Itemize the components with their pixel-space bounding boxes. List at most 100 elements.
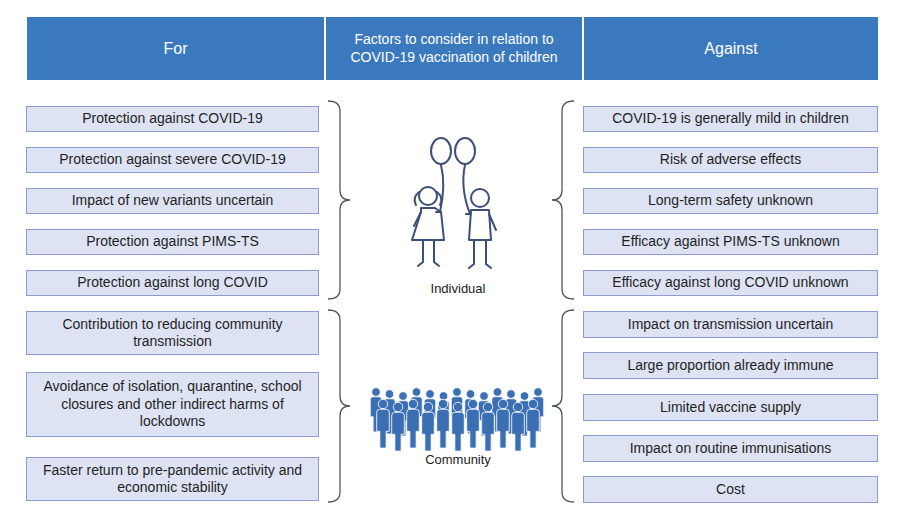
person-head <box>528 399 537 408</box>
person-figure <box>407 399 420 448</box>
person-head <box>468 399 477 408</box>
factor-text: Contribution to reducing community trans… <box>27 314 318 353</box>
factor-box: Contribution to reducing community trans… <box>26 311 319 355</box>
factor-box: Impact on transmission uncertain <box>583 311 878 338</box>
factor-text: Impact on transmission uncertain <box>620 314 841 336</box>
child-head <box>471 189 489 207</box>
factor-text: Large proportion already immune <box>619 355 841 377</box>
factor-text: Efficacy against PIMS-TS unknown <box>613 231 847 253</box>
bracket <box>328 310 350 502</box>
bracket-group <box>328 101 574 502</box>
person-body <box>407 409 420 448</box>
child-hair <box>415 192 442 205</box>
crowd-icon <box>370 388 543 451</box>
header-box: Factors to consider in relation to COVID… <box>325 16 583 81</box>
child-leg <box>469 240 491 268</box>
person-figure <box>527 399 540 448</box>
person-head <box>483 402 492 411</box>
factor-box: Impact of new variants uncertain <box>26 188 319 214</box>
factor-text: Avoidance of isolation, quarantine, scho… <box>27 376 318 433</box>
person-figure <box>392 402 405 451</box>
person-head <box>399 392 408 401</box>
factor-box: Protection against PIMS-TS <box>26 229 319 255</box>
balloon <box>455 138 475 164</box>
factor-box: Protection against long COVID <box>26 270 319 296</box>
child-dress <box>412 208 444 240</box>
person-head <box>534 388 543 397</box>
group-label: Individual <box>388 281 528 296</box>
bracket <box>328 101 350 299</box>
factor-text: Efficacy against long COVID unknown <box>604 272 856 294</box>
factor-box: Long-term safety unknown <box>583 188 878 214</box>
person-figure <box>482 402 495 451</box>
person-body <box>392 412 405 451</box>
factor-text: Faster return to pre-pandemic activity a… <box>27 460 318 499</box>
person-body <box>452 412 465 451</box>
factor-box: Risk of adverse effects <box>583 147 878 173</box>
person-head <box>513 402 522 411</box>
person-head <box>372 388 381 397</box>
factor-box: Large proportion already immune <box>583 352 878 379</box>
person-head <box>498 399 507 408</box>
factor-text: Risk of adverse effects <box>652 149 809 171</box>
person-head <box>453 402 462 411</box>
balloon-string <box>463 165 470 214</box>
factor-text: Limited vaccine supply <box>652 397 809 419</box>
balloon <box>431 138 451 164</box>
bracket <box>552 101 574 299</box>
children-icon <box>412 138 496 268</box>
factor-text: Impact on routine immunisations <box>622 438 840 460</box>
factor-box: Cost <box>583 476 878 503</box>
person-body <box>377 409 390 448</box>
factor-box: Avoidance of isolation, quarantine, scho… <box>26 372 319 437</box>
bracket <box>552 310 574 502</box>
person-head <box>466 390 475 399</box>
person-head <box>393 402 402 411</box>
factor-text: COVID-19 is generally mild in children <box>604 108 857 130</box>
person-head <box>438 399 447 408</box>
group-label: Community <box>388 452 528 467</box>
factor-text: Cost <box>708 479 753 501</box>
person-body <box>437 409 450 448</box>
person-head <box>378 399 387 408</box>
header-text: Against <box>696 37 765 61</box>
person-figure <box>452 402 465 451</box>
header-box: Against <box>583 16 879 81</box>
factor-text: Long-term safety unknown <box>640 190 821 212</box>
child-body <box>469 210 491 240</box>
factor-box: Limited vaccine supply <box>583 394 878 421</box>
factor-text: Protection against COVID-19 <box>74 108 271 130</box>
person-head <box>480 392 489 401</box>
person-body <box>527 409 540 448</box>
person-head <box>453 388 462 397</box>
factor-box: Faster return to pre-pandemic activity a… <box>26 457 319 501</box>
factor-box: Protection against severe COVID-19 <box>26 147 319 173</box>
factor-box: Protection against COVID-19 <box>26 106 319 132</box>
person-body <box>512 412 525 451</box>
person-head <box>426 390 435 399</box>
factor-box: Impact on routine immunisations <box>583 435 878 462</box>
header-box: For <box>26 16 325 81</box>
person-body <box>482 412 495 451</box>
person-figure <box>437 399 450 448</box>
child-arm <box>414 212 441 226</box>
factor-box: COVID-19 is generally mild in children <box>583 106 878 132</box>
factor-box: Efficacy against long COVID unknown <box>583 270 878 296</box>
person-figure <box>467 399 480 448</box>
child-arm <box>466 214 496 230</box>
factor-text: Protection against long COVID <box>69 272 276 294</box>
factor-text: Impact of new variants uncertain <box>64 190 282 212</box>
person-head <box>385 390 394 399</box>
person-head <box>493 388 502 397</box>
person-head <box>520 392 529 401</box>
factor-text: Protection against severe COVID-19 <box>51 149 293 171</box>
person-figure <box>497 399 510 448</box>
person-figure <box>377 399 390 448</box>
person-body <box>467 409 480 448</box>
person-head <box>412 388 421 397</box>
person-body <box>422 412 435 451</box>
header-text: Factors to consider in relation to COVID… <box>326 29 582 68</box>
factor-text: Protection against PIMS-TS <box>78 231 267 253</box>
factor-box: Efficacy against PIMS-TS unknown <box>583 229 878 255</box>
person-figure <box>512 402 525 451</box>
